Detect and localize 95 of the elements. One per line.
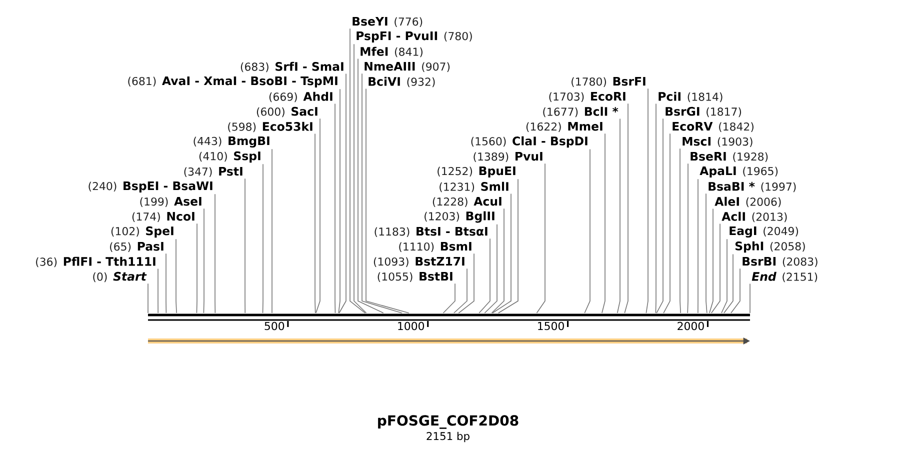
enzyme-site-label: BsaBI * (1997)	[708, 182, 796, 192]
enzyme-site-label: (347) PstI	[184, 167, 242, 177]
leader-line	[624, 103, 628, 314]
leader-line	[214, 194, 216, 314]
enzyme-site-label: (0) Start	[93, 272, 147, 282]
leader-line	[338, 73, 346, 314]
leader-line	[492, 193, 512, 314]
enzyme-site-label: (1780) BsrFI	[572, 77, 646, 87]
leader-line	[458, 253, 474, 314]
enzyme-site-label: (1389) PvuI	[474, 152, 542, 162]
leader-line	[316, 118, 320, 314]
enzyme-site-label: BseYI (776)	[352, 17, 422, 27]
leader-line	[709, 208, 714, 314]
leader-line	[721, 238, 728, 314]
enzyme-site-label: (1560) ClaI - BspDI	[471, 136, 588, 148]
enzyme-site-label: End (2151)	[752, 272, 818, 282]
map-caption: 2151 bp	[426, 432, 470, 442]
leader-line	[687, 163, 688, 314]
leader-line	[358, 58, 384, 314]
enzyme-site-label: PspFI - PvuII (780)	[356, 32, 472, 42]
leader-line	[244, 178, 246, 314]
leader-line	[602, 133, 606, 314]
enzyme-site-label: (1677) BclI *	[543, 106, 618, 118]
leader-line	[196, 223, 198, 314]
leader-line	[706, 193, 708, 314]
leader-line	[166, 253, 167, 314]
tick-label: 1000	[398, 322, 424, 330]
enzyme-site-label: EagI (2049)	[730, 226, 798, 238]
leader-line	[584, 148, 590, 314]
enzyme-site-label: (1203) BglII	[424, 211, 494, 223]
enzyme-site-label: (1055) BstBI	[378, 272, 452, 282]
enzyme-site-label: BsrGI (1817)	[666, 106, 742, 118]
enzyme-site-label: (410) SspI	[199, 151, 260, 163]
enzyme-site-label: (240) BspEI - BsaWI	[88, 182, 212, 192]
enzyme-site-label: (1110) BsmI	[399, 242, 472, 252]
enzyme-site-label: (1183) BtsI - BtsαI	[374, 227, 488, 237]
enzyme-site-label: (681) AvaI - XmaI - BsoBI - TspMI	[128, 76, 338, 88]
enzyme-site-label: (174) NcoI	[132, 212, 194, 222]
enzyme-site-label: PciI (1814)	[658, 92, 722, 102]
enzyme-site-label: BseRI (1928)	[690, 152, 768, 162]
leader-line	[442, 283, 456, 314]
leader-line	[680, 148, 681, 314]
leader-line	[724, 254, 734, 314]
enzyme-site-label: (102) SpeI	[111, 226, 174, 238]
tick-label: 2000	[678, 322, 704, 330]
enzyme-site-label: AleI (2006)	[714, 196, 781, 208]
enzyme-site-label: (65) PasI	[110, 242, 164, 252]
enzyme-site-label: (1252) BpuEI	[438, 166, 516, 178]
leader-line	[663, 133, 670, 314]
enzyme-site-label: (598) Eco53kI	[228, 122, 312, 132]
enzyme-site-label: BciVI (932)	[368, 76, 435, 88]
enzyme-site-label: (36) PflFI - Tth111I	[36, 256, 156, 268]
leader-line	[484, 224, 498, 314]
enzyme-site-label: (1093) BstZ17I	[374, 257, 464, 267]
leader-line	[314, 133, 316, 314]
leader-line	[362, 73, 402, 314]
map-title: pFOSGE_COF2D08	[378, 415, 518, 429]
enzyme-site-label: (683) SrfI - SmaI	[240, 62, 344, 72]
leader-line	[366, 88, 410, 314]
leader-line	[491, 208, 504, 314]
leader-line	[354, 44, 367, 314]
enzyme-site-label: (669) AhdI	[269, 92, 332, 102]
enzyme-site-label: MfeI (841)	[360, 46, 422, 58]
leader-line	[656, 118, 664, 314]
leader-line	[655, 103, 656, 314]
enzyme-site-label: SphI (2058)	[735, 241, 805, 253]
tick-label: 500	[264, 322, 284, 330]
enzyme-site-label: (1228) AcuI	[432, 197, 502, 207]
enzyme-site-label: AclI (2013)	[722, 212, 787, 222]
enzyme-site-label: ApaLI (1965)	[700, 166, 778, 178]
enzyme-site-label: NmeAIII (907)	[364, 62, 450, 72]
enzyme-site-label: (199) AseI	[140, 197, 202, 207]
leader-line	[616, 118, 620, 314]
leader-line	[262, 164, 264, 314]
enzyme-site-label: (443) BmgBI	[194, 136, 270, 148]
leader-line	[646, 88, 648, 314]
leader-line	[176, 238, 177, 314]
enzyme-site-label: MscI (1903)	[682, 137, 752, 147]
leader-line	[203, 208, 204, 314]
leader-line	[730, 268, 740, 314]
leader-line	[536, 163, 546, 314]
enzyme-site-label: EcoRV (1842)	[672, 122, 754, 132]
leader-line	[478, 238, 490, 314]
enzyme-site-label: BsrBI (2083)	[742, 257, 818, 267]
enzyme-site-label: (600) SacI	[256, 106, 318, 118]
leader-line	[350, 28, 366, 314]
enzyme-site-label: (1231) SmlI	[440, 182, 508, 192]
enzyme-site-label: (1622) MmeI	[526, 122, 602, 132]
leader-line	[334, 103, 336, 314]
leader-line	[711, 223, 720, 314]
tick-label: 1500	[538, 322, 564, 330]
leader-line	[454, 268, 468, 314]
leader-line	[498, 178, 518, 314]
leader-line	[338, 88, 340, 314]
enzyme-site-label: (1703) EcoRI	[549, 92, 626, 102]
